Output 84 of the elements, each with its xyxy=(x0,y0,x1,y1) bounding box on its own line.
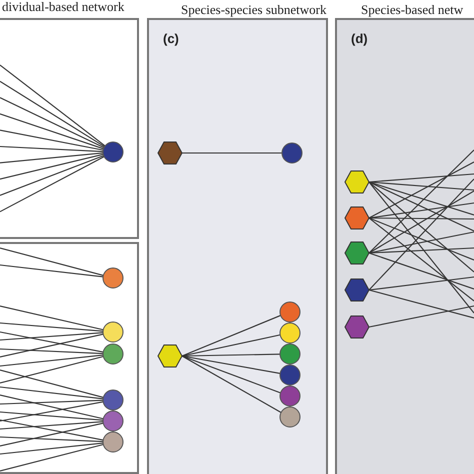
connector-line xyxy=(0,64,106,146)
connector-line xyxy=(0,369,104,398)
species-hexagon xyxy=(344,241,370,265)
panel-heading: Species-species subnetwork xyxy=(181,3,326,17)
connector-line xyxy=(368,173,474,183)
individual-circle xyxy=(102,343,124,365)
connector-line xyxy=(368,190,474,254)
connector-line xyxy=(0,331,104,353)
connector-line xyxy=(0,400,104,405)
panel-heading: Species-based netw xyxy=(361,3,464,17)
panel-heading: dividual-based network xyxy=(2,0,124,14)
individual-circle xyxy=(281,142,303,164)
individual-circle xyxy=(279,385,301,407)
individual-circle xyxy=(102,431,124,453)
individual-circle xyxy=(102,321,124,343)
connector-line xyxy=(0,436,104,442)
connector-line xyxy=(0,80,105,148)
species-hexagon xyxy=(344,206,370,230)
connector-line xyxy=(368,162,474,218)
connector-line xyxy=(182,355,280,374)
connector-line xyxy=(0,419,104,441)
connector-line xyxy=(0,305,104,330)
connector-line xyxy=(0,401,104,422)
species-hexagon xyxy=(344,278,370,302)
connector-line xyxy=(368,231,474,254)
connector-line xyxy=(0,442,104,455)
connector-line xyxy=(368,218,474,302)
connector-line xyxy=(182,314,281,356)
connector-line xyxy=(0,332,104,341)
connector-line xyxy=(182,152,282,154)
connector-line xyxy=(368,276,474,291)
individual-circle xyxy=(102,410,124,432)
panel xyxy=(0,242,139,474)
connector-line xyxy=(368,247,474,254)
connector-line xyxy=(368,202,474,219)
individual-circle xyxy=(279,343,301,365)
connector-line xyxy=(368,289,474,319)
connector-line xyxy=(0,394,104,420)
connector-line xyxy=(0,354,104,367)
connector-line xyxy=(0,155,104,196)
connector-line xyxy=(368,182,474,314)
connector-line xyxy=(0,146,104,152)
connector-line xyxy=(368,150,474,254)
connector-line xyxy=(368,182,474,272)
connector-line xyxy=(0,334,104,358)
individual-circle xyxy=(279,364,301,386)
connector-line xyxy=(0,348,104,354)
connector-line xyxy=(0,152,104,164)
individual-circle xyxy=(279,322,301,344)
connector-line xyxy=(0,422,104,447)
connector-line xyxy=(0,264,104,278)
connector-line xyxy=(0,444,104,472)
connector-line xyxy=(0,322,104,332)
connector-line xyxy=(0,130,104,151)
connector-line xyxy=(0,113,104,150)
individual-circle xyxy=(102,267,124,289)
connector-line xyxy=(368,305,474,328)
connector-line xyxy=(369,217,474,220)
connector-line xyxy=(182,334,280,357)
connector-line xyxy=(182,356,282,413)
individual-circle xyxy=(279,406,301,428)
connector-line xyxy=(0,386,104,400)
individual-circle xyxy=(102,389,124,411)
connector-line xyxy=(0,421,104,430)
connector-line xyxy=(368,252,474,290)
species-hexagon xyxy=(157,344,183,368)
connector-line xyxy=(0,356,104,384)
connector-line xyxy=(0,247,104,276)
connector-line xyxy=(182,355,281,394)
connector-line xyxy=(368,217,474,261)
panel-letter: (c) xyxy=(163,32,179,46)
panel-letter: (d) xyxy=(351,32,368,46)
individual-circle xyxy=(279,301,301,323)
species-hexagon xyxy=(344,170,370,194)
connector-line xyxy=(0,156,104,212)
species-hexagon xyxy=(157,141,183,165)
connector-line xyxy=(0,411,104,421)
individual-circle xyxy=(102,141,124,163)
species-hexagon xyxy=(344,315,370,339)
connector-line xyxy=(0,154,104,180)
connector-line xyxy=(182,354,280,357)
connector-line xyxy=(0,97,104,148)
connector-line xyxy=(368,181,474,216)
connector-line xyxy=(368,178,474,290)
